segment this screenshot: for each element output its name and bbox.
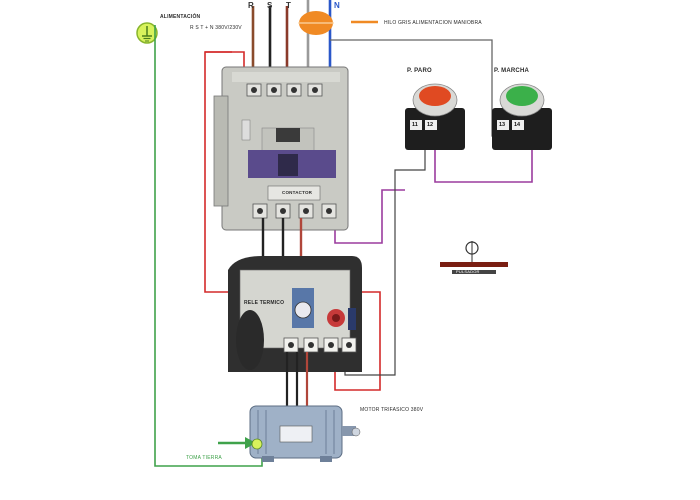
phase-label-s: S [267, 1, 273, 10]
phase-label-t: T [286, 1, 291, 10]
motor-label: MOTOR TRIFASICO 380V [360, 407, 424, 413]
ground-arrow-icon [218, 437, 263, 450]
ground-symbol-icon [136, 22, 158, 44]
power-wires-lower [261, 218, 303, 258]
start-terminal-13: 13 [499, 122, 506, 128]
control-fuse-label: HILO GRIS ALIMENTACION MANIOBRA [384, 20, 482, 26]
stop-terminal-12: 12 [427, 122, 434, 128]
contactor [213, 66, 349, 231]
motor [249, 405, 361, 462]
stop-button-icon [405, 83, 465, 150]
phase-label-r: R [248, 1, 254, 10]
start-terminal-14: 14 [514, 122, 521, 128]
stop-button-label: P. PARO [407, 68, 432, 74]
thermal-relay [228, 256, 362, 372]
supply-subtitle: R S T + N 380V/230V [190, 25, 242, 31]
pushbutton-symbol-icon [440, 241, 508, 274]
supply-title: ALIMENTACIÓN [160, 14, 201, 20]
control-purple-wire [334, 189, 405, 244]
stop-terminal-11: 11 [412, 122, 418, 128]
start-button-icon [492, 83, 552, 150]
ground-label: TOMA TIERRA [186, 455, 222, 461]
thermal-relay-label: RELE TERMICO [244, 300, 285, 306]
control-fuse-icon [298, 11, 334, 35]
phase-label-n: N [334, 1, 340, 10]
legend-title: PULSADOR [456, 269, 480, 274]
contactor-plate-label: CONTACTOR [282, 190, 313, 195]
start-button-label: P. MARCHA [494, 68, 530, 74]
